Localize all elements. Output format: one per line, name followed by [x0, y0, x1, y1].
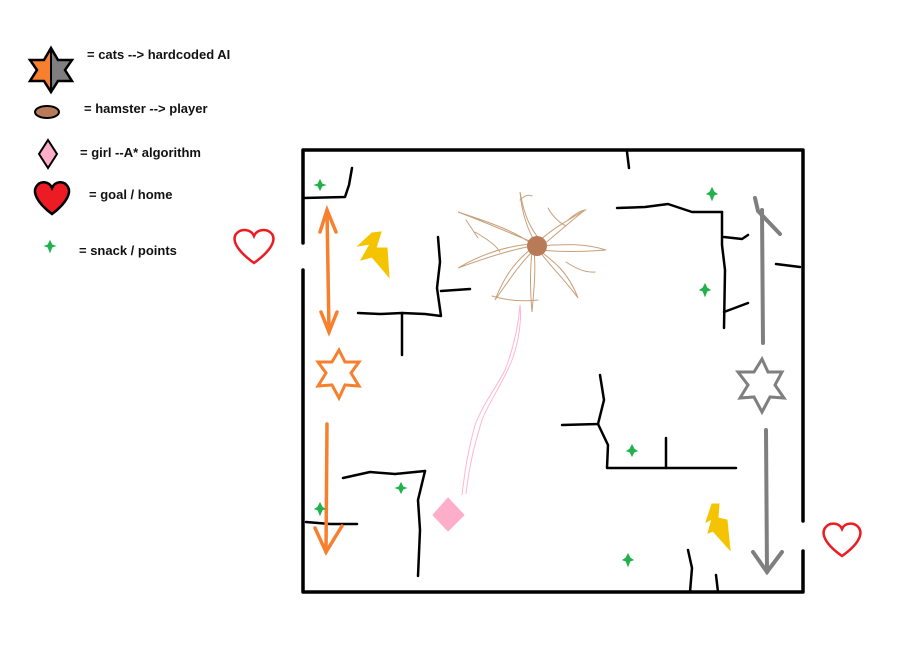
legend [27, 45, 75, 254]
cat-icon [27, 45, 75, 95]
lightning-icon [705, 503, 731, 552]
heart-icon [33, 181, 71, 216]
snack-icon [698, 282, 712, 298]
girl-icon [37, 138, 59, 170]
legend-hamster-label: = hamster --> player [84, 101, 208, 116]
hamster-icon [527, 236, 547, 256]
girl-path [461, 304, 521, 496]
snack-icon [313, 178, 327, 192]
legend-girl-label: = girl --A* algorithm [80, 145, 201, 160]
snack-icon [313, 501, 327, 517]
snack-icon [43, 239, 57, 254]
maze [301, 148, 805, 594]
heart-icon [822, 522, 862, 558]
hamster-movement-scribble [457, 191, 607, 313]
grey-cat-patrol [751, 196, 784, 576]
patrol-arrow-up [325, 208, 331, 334]
snack-icon [394, 481, 408, 495]
snacks [313, 178, 719, 568]
maze-outer-wall [301, 148, 805, 594]
patrol-arrow-down [324, 422, 329, 554]
snack-icon [621, 552, 635, 568]
arrow-head-down [313, 524, 344, 556]
arrow-head-up [318, 204, 338, 234]
snack-icon [705, 186, 719, 202]
cat-icon [315, 346, 362, 402]
orange-cat-patrol [313, 204, 344, 556]
girl-icon [432, 497, 465, 532]
arrow-head-down-top [319, 310, 339, 337]
arrow-head-down [751, 550, 784, 576]
lightning-icon [356, 231, 390, 279]
maze-inner-walls [301, 150, 802, 594]
arrow-head-up [753, 196, 782, 236]
patrol-arrow-down [764, 428, 769, 574]
snack-icon [625, 443, 639, 458]
legend-snack-label: = snack / points [79, 243, 177, 258]
legend-goal-label: = goal / home [89, 187, 173, 202]
cat-icon [734, 355, 788, 416]
patrol-arrow-up [760, 208, 765, 345]
hamster-icon [34, 105, 60, 119]
heart-icon [233, 228, 275, 265]
legend-cats-label: = cats --> hardcoded AI [87, 47, 231, 62]
